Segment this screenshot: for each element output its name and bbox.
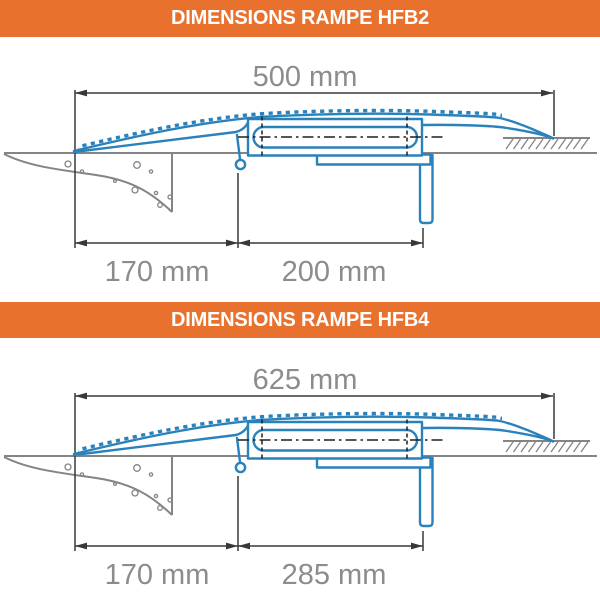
banner-title: DIMENSIONS RAMPE HFB2 [170, 7, 430, 29]
banner-title: DIMENSIONS RAMPE HFB4 [170, 308, 430, 331]
ramp-diagram-hfb2: 500 mm 170 mm 200 mm [0, 61, 600, 288]
ramp-section-hfb4: DIMENSIONS RAMPE HFB4 625 mm 170 mm 285 … [0, 302, 600, 601]
section-banner-hfb4: DIMENSIONS RAMPE HFB4 [0, 302, 600, 338]
overall-length-label: 625 mm [253, 364, 358, 396]
ramp-technical-drawing [4, 90, 597, 248]
section-banner-hfb2: DIMENSIONS RAMPE HFB2 [0, 0, 600, 37]
undercarriage-length-label: 285 mm [282, 559, 387, 591]
rear-support-length-label: 170 mm [105, 559, 210, 591]
ramp-section-hfb2: DIMENSIONS RAMPE HFB2 500 mm 170 mm 200 … [0, 0, 600, 298]
undercarriage-length-label: 200 mm [282, 256, 387, 288]
overall-length-label: 500 mm [253, 61, 358, 93]
ramp-diagram-hfb4: 625 mm 170 mm 285 mm [0, 364, 600, 591]
rear-support-length-label: 170 mm [105, 256, 210, 288]
ramp-technical-drawing [4, 393, 597, 551]
